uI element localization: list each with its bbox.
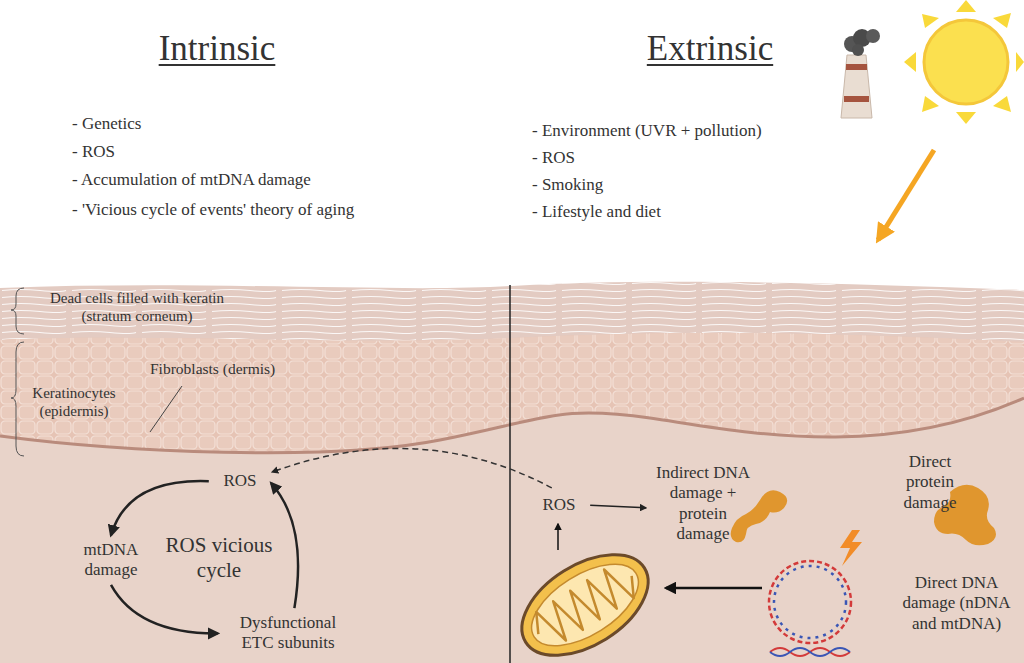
dermis — [0, 398, 1024, 663]
process-label: Indirect DNA damage + protein damage — [652, 463, 754, 545]
cycle-arrow — [111, 481, 209, 535]
node-text: ROS — [535, 495, 583, 515]
damage-label: Direct protein damage — [893, 452, 967, 513]
label-text: Direct protein damage — [893, 452, 967, 513]
label-text: - Smoking — [532, 175, 832, 195]
layer-label: Keratinocytes (epidermis) — [22, 384, 126, 420]
sun-icon — [904, 0, 1024, 124]
label-text: ROS vicious cycle — [148, 533, 290, 583]
node-text: mtDNA damage — [68, 540, 154, 581]
mitochondrion — [504, 534, 665, 663]
bullet-item: - Genetics — [72, 114, 402, 134]
epidermis-cells — [0, 333, 1024, 663]
dashed-arrow — [272, 448, 552, 487]
layer-label: Fibroblasts (dermis) — [150, 360, 320, 379]
dna-circle — [769, 561, 851, 656]
epidermis — [0, 333, 1024, 663]
bullet-item: - Environment (UVR + pollution) — [532, 121, 832, 141]
process-label: Dysfunctional ETC subunits — [224, 613, 352, 654]
bullet-item: - Smoking — [532, 175, 832, 195]
flow-arrow — [557, 524, 559, 550]
label-text: Fibroblasts (dermis) — [150, 360, 320, 379]
bullet-item: - ROS — [532, 148, 832, 168]
bullet-item: - Accumulation of mtDNA damage — [72, 170, 402, 190]
damage-label: Direct DNA damage (nDNA and mtDNA) — [893, 573, 1020, 634]
bullet-item: - ROS — [72, 142, 402, 162]
bullet-item: - 'Vicious cycle of events' theory of ag… — [72, 198, 372, 223]
layer-bracket — [11, 342, 24, 456]
label-text: Intrinsic — [100, 28, 334, 70]
basal-line — [0, 398, 1024, 453]
cycle-arrow — [271, 483, 298, 608]
label-text: Extrinsic — [590, 28, 830, 70]
label-text: Dead cells filled with keratin (stratum … — [28, 289, 246, 325]
node-text: Dysfunctional ETC subunits — [224, 613, 352, 654]
node-text: ROS — [214, 471, 266, 491]
label-text: - Environment (UVR + pollution) — [532, 121, 832, 141]
uv-ray-arrow — [878, 150, 934, 240]
label-text: - ROS — [72, 142, 402, 162]
label-text: Direct DNA damage (nDNA and mtDNA) — [893, 573, 1020, 634]
cycle-arrow — [111, 585, 218, 634]
label-text: - Accumulation of mtDNA damage — [72, 170, 402, 190]
ros-label: ROS — [535, 495, 583, 515]
process-label: mtDNA damage — [68, 540, 154, 581]
layer-bracket — [11, 288, 24, 334]
label-text: - 'Vicious cycle of events' theory of ag… — [72, 198, 372, 223]
cycle-title: ROS vicious cycle — [148, 533, 290, 583]
node-text: Indirect DNA damage + protein damage — [652, 463, 754, 545]
factory-icon — [841, 29, 880, 118]
keratin-lines — [0, 282, 1024, 663]
cycle-arrow — [590, 505, 646, 508]
layer-label: Dead cells filled with keratin (stratum … — [28, 289, 246, 325]
label-text: - Genetics — [72, 114, 402, 134]
section-heading: Extrinsic — [590, 28, 830, 70]
label-text: - ROS — [532, 148, 832, 168]
ros-label: ROS — [214, 471, 266, 491]
leader-line — [150, 386, 182, 432]
flow-arrow — [666, 587, 762, 590]
damaged-protein — [731, 490, 788, 542]
bullet-item: - Lifestyle and diet — [532, 202, 832, 222]
label-text: - Lifestyle and diet — [532, 202, 832, 222]
section-heading: Intrinsic — [100, 28, 334, 70]
stratum-corneum — [0, 282, 1024, 663]
lightning-bolt — [840, 530, 862, 566]
label-text: Keratinocytes (epidermis) — [22, 384, 126, 420]
divider-line — [509, 285, 511, 663]
